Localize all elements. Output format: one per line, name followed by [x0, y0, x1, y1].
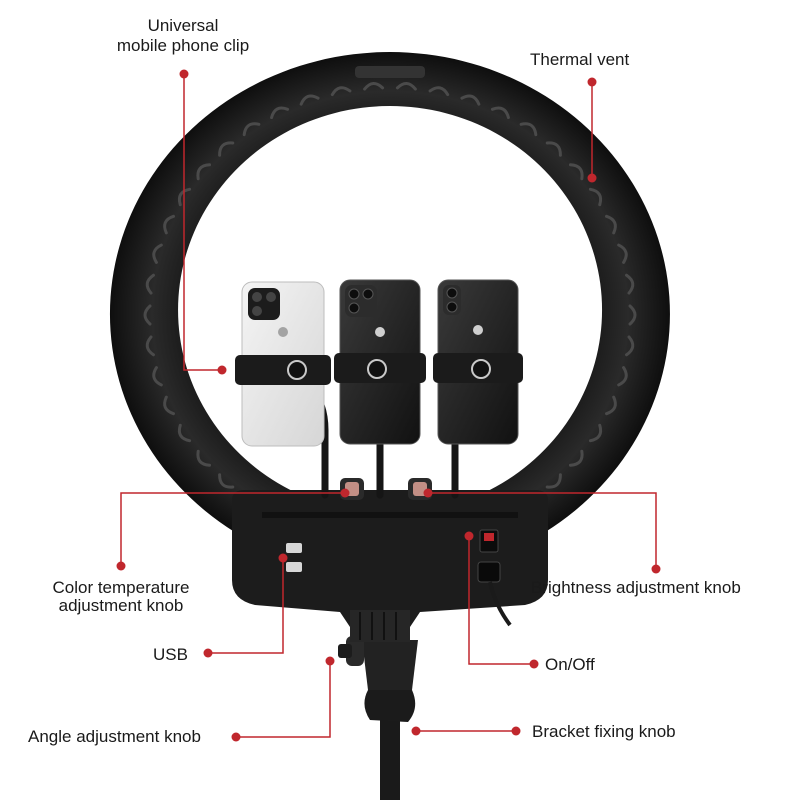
angle-adjustment-knob[interactable]: [346, 636, 364, 666]
vent-ridge: [143, 304, 152, 326]
control-base: [232, 490, 548, 642]
callout-lines: [120, 74, 657, 738]
vent-ridge: [588, 187, 603, 207]
vent-ridge: [218, 473, 235, 489]
vent-ridge: [628, 304, 637, 326]
vent-ridge: [196, 449, 212, 467]
vent-ridge: [568, 449, 584, 467]
callout-usb: USB: [153, 645, 188, 664]
usb-port[interactable]: [286, 562, 302, 572]
vent-ridge: [395, 82, 417, 91]
vent-ridge: [519, 122, 538, 137]
vent-ridge: [625, 335, 635, 357]
phone-clips: [235, 353, 523, 385]
vent-ridge: [242, 122, 261, 137]
vent-ridge: [545, 141, 562, 157]
vent-ridge: [490, 106, 510, 120]
vent-ridge: [163, 395, 175, 416]
vent-ridge: [145, 273, 155, 295]
apple-logo-icon: [375, 327, 385, 337]
usb-port[interactable]: [286, 543, 302, 553]
vent-ridge: [299, 94, 320, 106]
callout-on-off: On/Off: [545, 655, 595, 674]
vent-ridge: [568, 163, 584, 181]
vent-ridge: [617, 243, 628, 264]
top-slot: [355, 66, 425, 78]
vent-ridge: [145, 335, 155, 357]
vent-ridge: [270, 106, 290, 120]
vent-ridge: [152, 243, 163, 264]
callout-dots: [116, 69, 661, 742]
vent-ridge: [428, 86, 450, 97]
vent-ridge: [152, 366, 163, 387]
callout-thermal-vent: Thermal vent: [530, 50, 630, 69]
vent-ridge: [163, 214, 175, 235]
vent-ridge: [617, 366, 628, 387]
bracket: [362, 640, 418, 690]
callout-bracket: Bracket fixing knob: [532, 722, 676, 741]
power-socket: [477, 561, 501, 583]
vent-ridge: [588, 423, 603, 443]
vent-ridge: [363, 82, 385, 91]
universal-mobile-phone-clip[interactable]: [235, 355, 331, 385]
vent-ridge: [177, 187, 192, 207]
callout-phone-clip: Universal mobile phone clip: [98, 16, 268, 56]
callout-color-temperature-line2: adjustment knob: [58, 596, 184, 615]
callout-brightness: Brightness adjustment knob: [531, 578, 741, 597]
apple-logo-icon: [473, 325, 483, 335]
callout-phone-clip-line2: mobile phone clip: [116, 36, 250, 55]
vent-ridge: [177, 423, 192, 443]
bracket-fixing-knob[interactable]: [364, 690, 416, 722]
vent-ridge: [605, 214, 617, 235]
callout-color-temperature: Color temperature adjustment knob: [40, 578, 202, 616]
vent-ridge: [605, 395, 617, 416]
callout-angle: Angle adjustment knob: [28, 727, 201, 746]
callout-color-temperature-line1: Color temperature: [52, 578, 190, 597]
callout-phone-clip-line1: Universal: [147, 16, 219, 35]
vent-ridge: [545, 473, 562, 489]
vent-ridge: [218, 141, 235, 157]
vent-ridge: [460, 94, 481, 106]
vent-ridge: [330, 86, 352, 97]
